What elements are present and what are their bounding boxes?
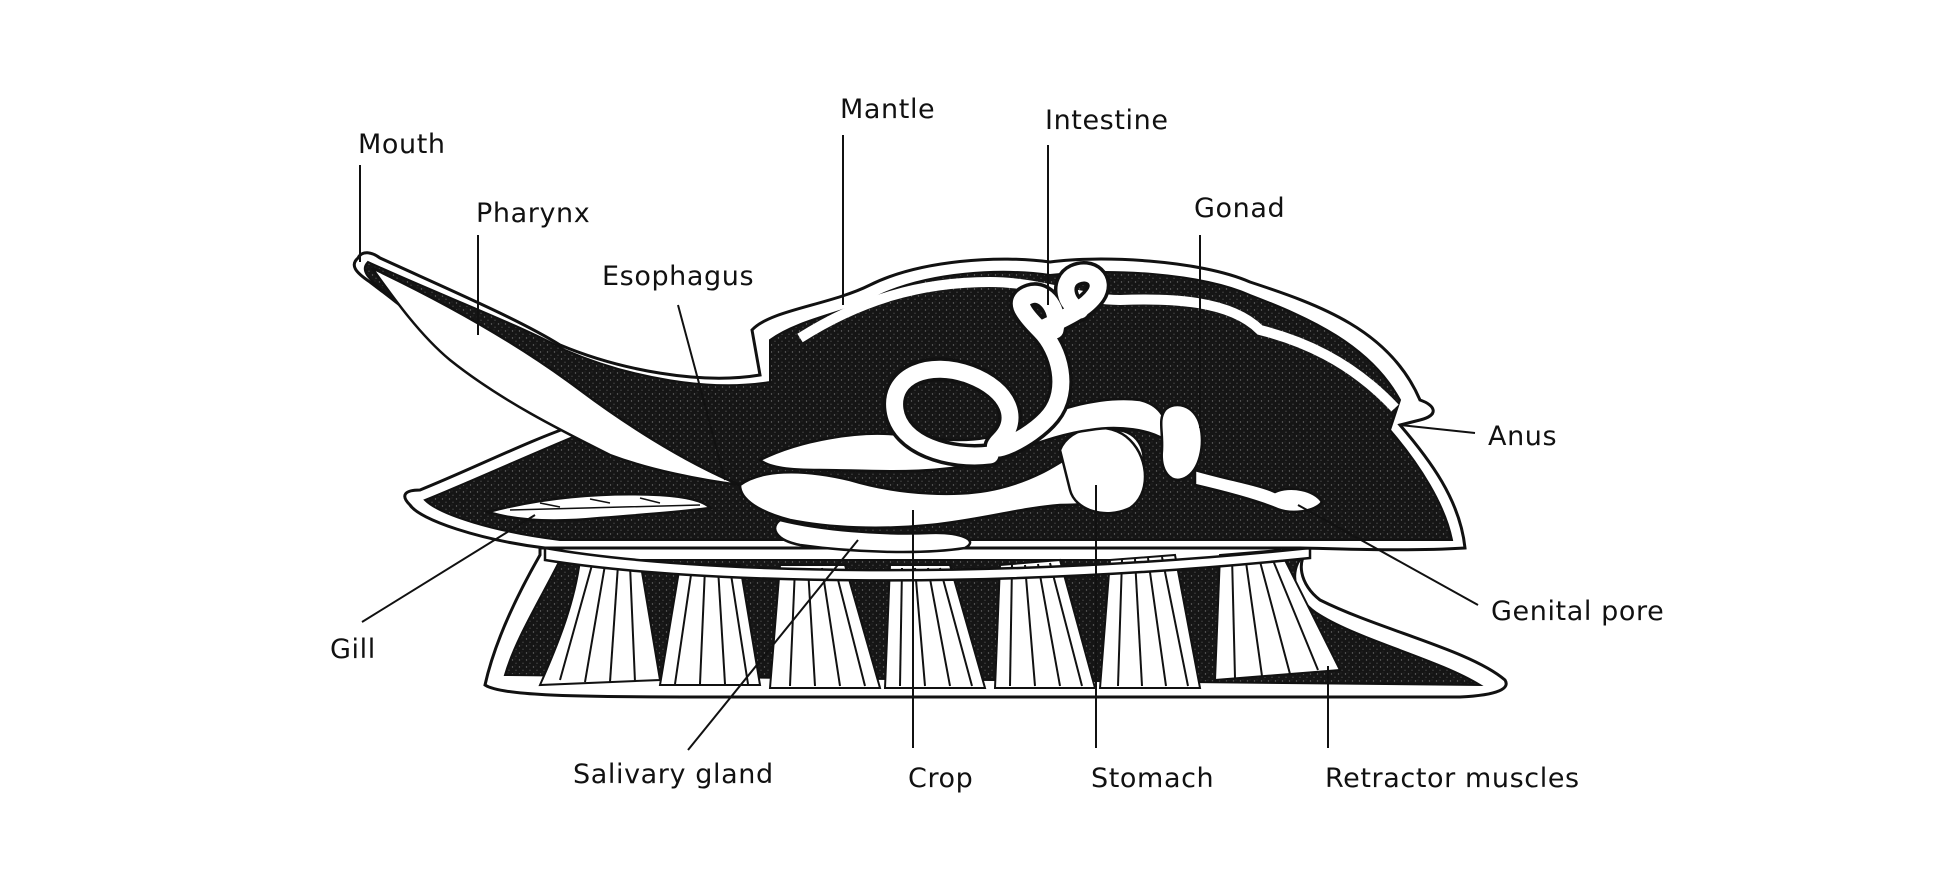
pharynx [370, 266, 741, 487]
gut-lumen [738, 428, 1146, 529]
sole-band [543, 546, 1312, 582]
label-mantle: Mantle [840, 94, 935, 125]
visceral-mass [352, 251, 1467, 554]
leader-gill [361, 514, 536, 623]
label-anus: Anus [1488, 421, 1557, 452]
gonad [1159, 403, 1204, 481]
leader-lines [359, 135, 1479, 751]
label-pharynx: Pharynx [476, 198, 590, 229]
label-esophagus: Esophagus [602, 261, 754, 292]
gill-filaments [509, 497, 701, 511]
leader-anus [1399, 424, 1476, 434]
label-genital-pore: Genital pore [1491, 596, 1664, 627]
label-gill: Gill [330, 634, 376, 665]
foot [483, 546, 1508, 699]
label-crop: Crop [908, 763, 973, 794]
genital-duct [1193, 468, 1324, 514]
label-intestine: Intestine [1045, 105, 1169, 136]
leader-salivary-gland [687, 539, 859, 751]
leader-esophagus [677, 304, 726, 481]
label-stomach: Stomach [1091, 763, 1214, 794]
labels: Mouth Pharynx Esophagus Mantle Intestine… [330, 94, 1664, 794]
salivary-gland [774, 518, 972, 554]
label-retractor-muscles: Retractor muscles [1325, 763, 1580, 794]
label-salivary-gland: Salivary gland [573, 759, 774, 790]
intestine-lumen [886, 264, 1107, 465]
label-mouth: Mouth [358, 129, 446, 160]
muscle-fibers [559, 552, 1319, 687]
label-gonad: Gonad [1194, 193, 1285, 224]
mantle-lining [797, 276, 1399, 412]
leader-genital-pore [1297, 504, 1479, 606]
